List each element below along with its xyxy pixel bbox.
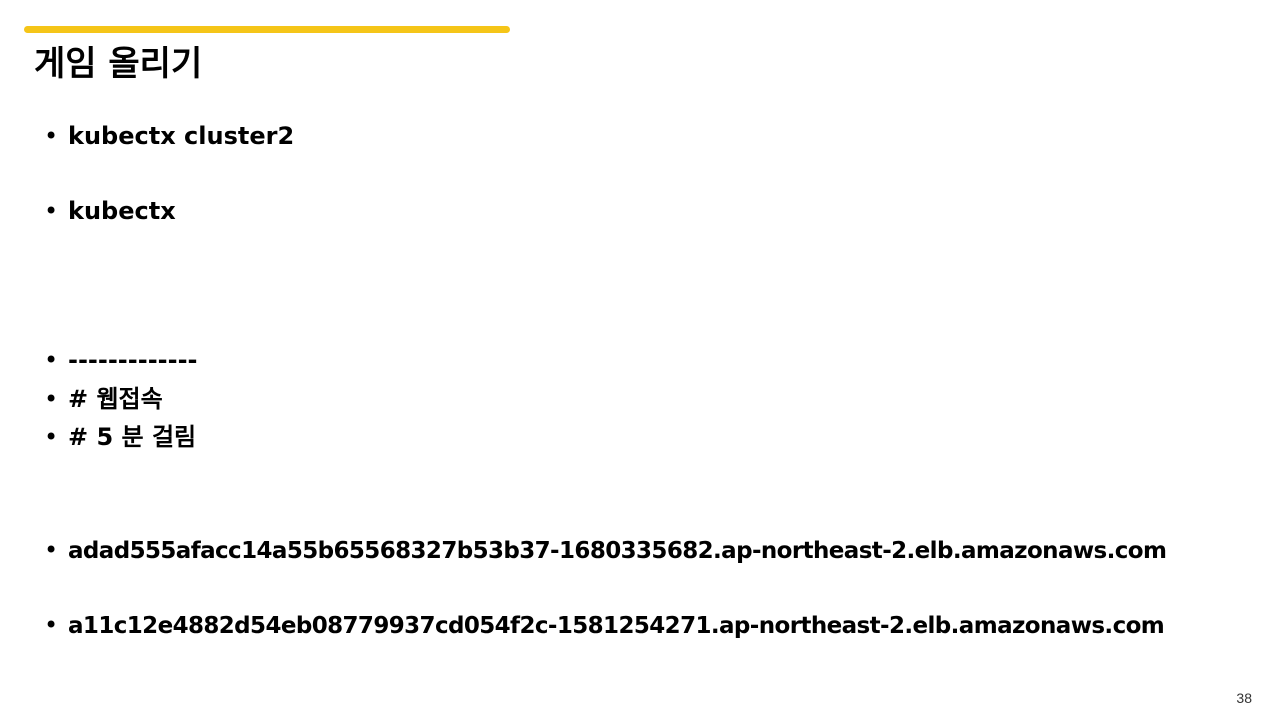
- bullet-dot: •: [44, 385, 59, 413]
- bullet-dot: •: [44, 423, 59, 451]
- bullet-item: • kubectx cluster2: [44, 120, 294, 152]
- bullet-item: • # 웹접속: [44, 383, 163, 415]
- bullet-item: • -------------: [44, 344, 198, 376]
- elb-hostname-2: a11c12e4882d54eb08779937cd054f2c-1581254…: [68, 613, 1165, 639]
- bullet-text: -------------: [68, 346, 198, 374]
- bullet-item: • adad555afacc14a55b65568327b53b37-168033…: [44, 534, 1167, 567]
- bullet-item: • kubectx: [44, 195, 176, 227]
- bullet-dot: •: [44, 122, 59, 150]
- title-accent-bar: [24, 26, 510, 33]
- bullet-dot: •: [44, 536, 59, 564]
- elb-hostname-1: adad555afacc14a55b65568327b53b37-1680335…: [68, 538, 1167, 564]
- bullet-text: # 5 분 걸림: [68, 423, 197, 451]
- bullet-text: kubectx cluster2: [68, 122, 295, 150]
- bullet-item: • a11c12e4882d54eb08779937cd054f2c-158125…: [44, 609, 1165, 642]
- bullet-dot: •: [44, 197, 59, 225]
- bullet-text: kubectx: [68, 197, 176, 225]
- page-number: 38: [1236, 690, 1252, 706]
- bullet-item: • # 5 분 걸림: [44, 421, 196, 453]
- bullet-dot: •: [44, 611, 59, 639]
- bullet-dot: •: [44, 346, 59, 374]
- slide-title: 게임 올리기: [34, 44, 203, 84]
- bullet-text: # 웹접속: [68, 385, 163, 413]
